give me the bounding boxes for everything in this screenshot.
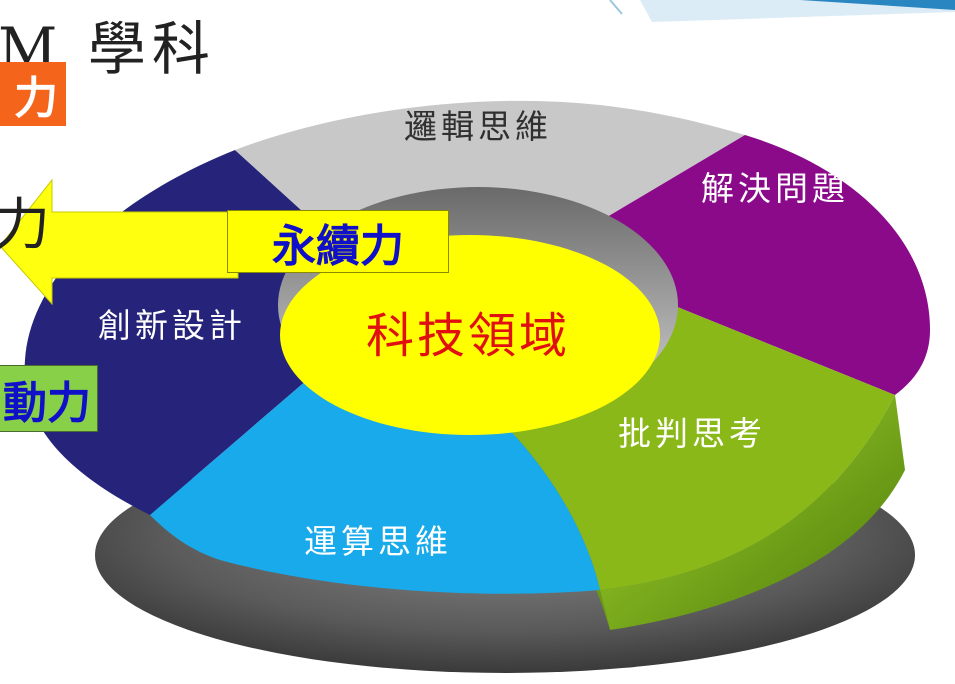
orange-badge: 力 [0, 62, 66, 126]
label-problem-solving: 解決問題 [701, 169, 849, 208]
sustainability-badge: 永續力 [227, 210, 449, 273]
corner-accent-bar [800, 0, 955, 10]
label-critical-thinking: 批判思考 [618, 414, 766, 453]
segment-problem-solving [560, 135, 930, 395]
label-technology-domain: 科技領域 [366, 308, 570, 364]
motivation-badge-text: 動力 [3, 377, 91, 429]
center-ellipse [280, 235, 660, 435]
orange-badge-text: 力 [14, 73, 58, 124]
segment-computational-thinking [150, 300, 600, 594]
segment-critical-thinking-side [600, 395, 905, 630]
label-creative-design: 創新設計 [98, 306, 246, 345]
sustainability-badge-text: 永續力 [272, 220, 404, 272]
label-computational-thinking: 運算思維 [304, 522, 452, 561]
motivation-badge: 動力 [0, 365, 98, 432]
left-partial-text: 力 [0, 193, 50, 258]
label-logical-thinking: 邏輯思維 [404, 107, 552, 146]
